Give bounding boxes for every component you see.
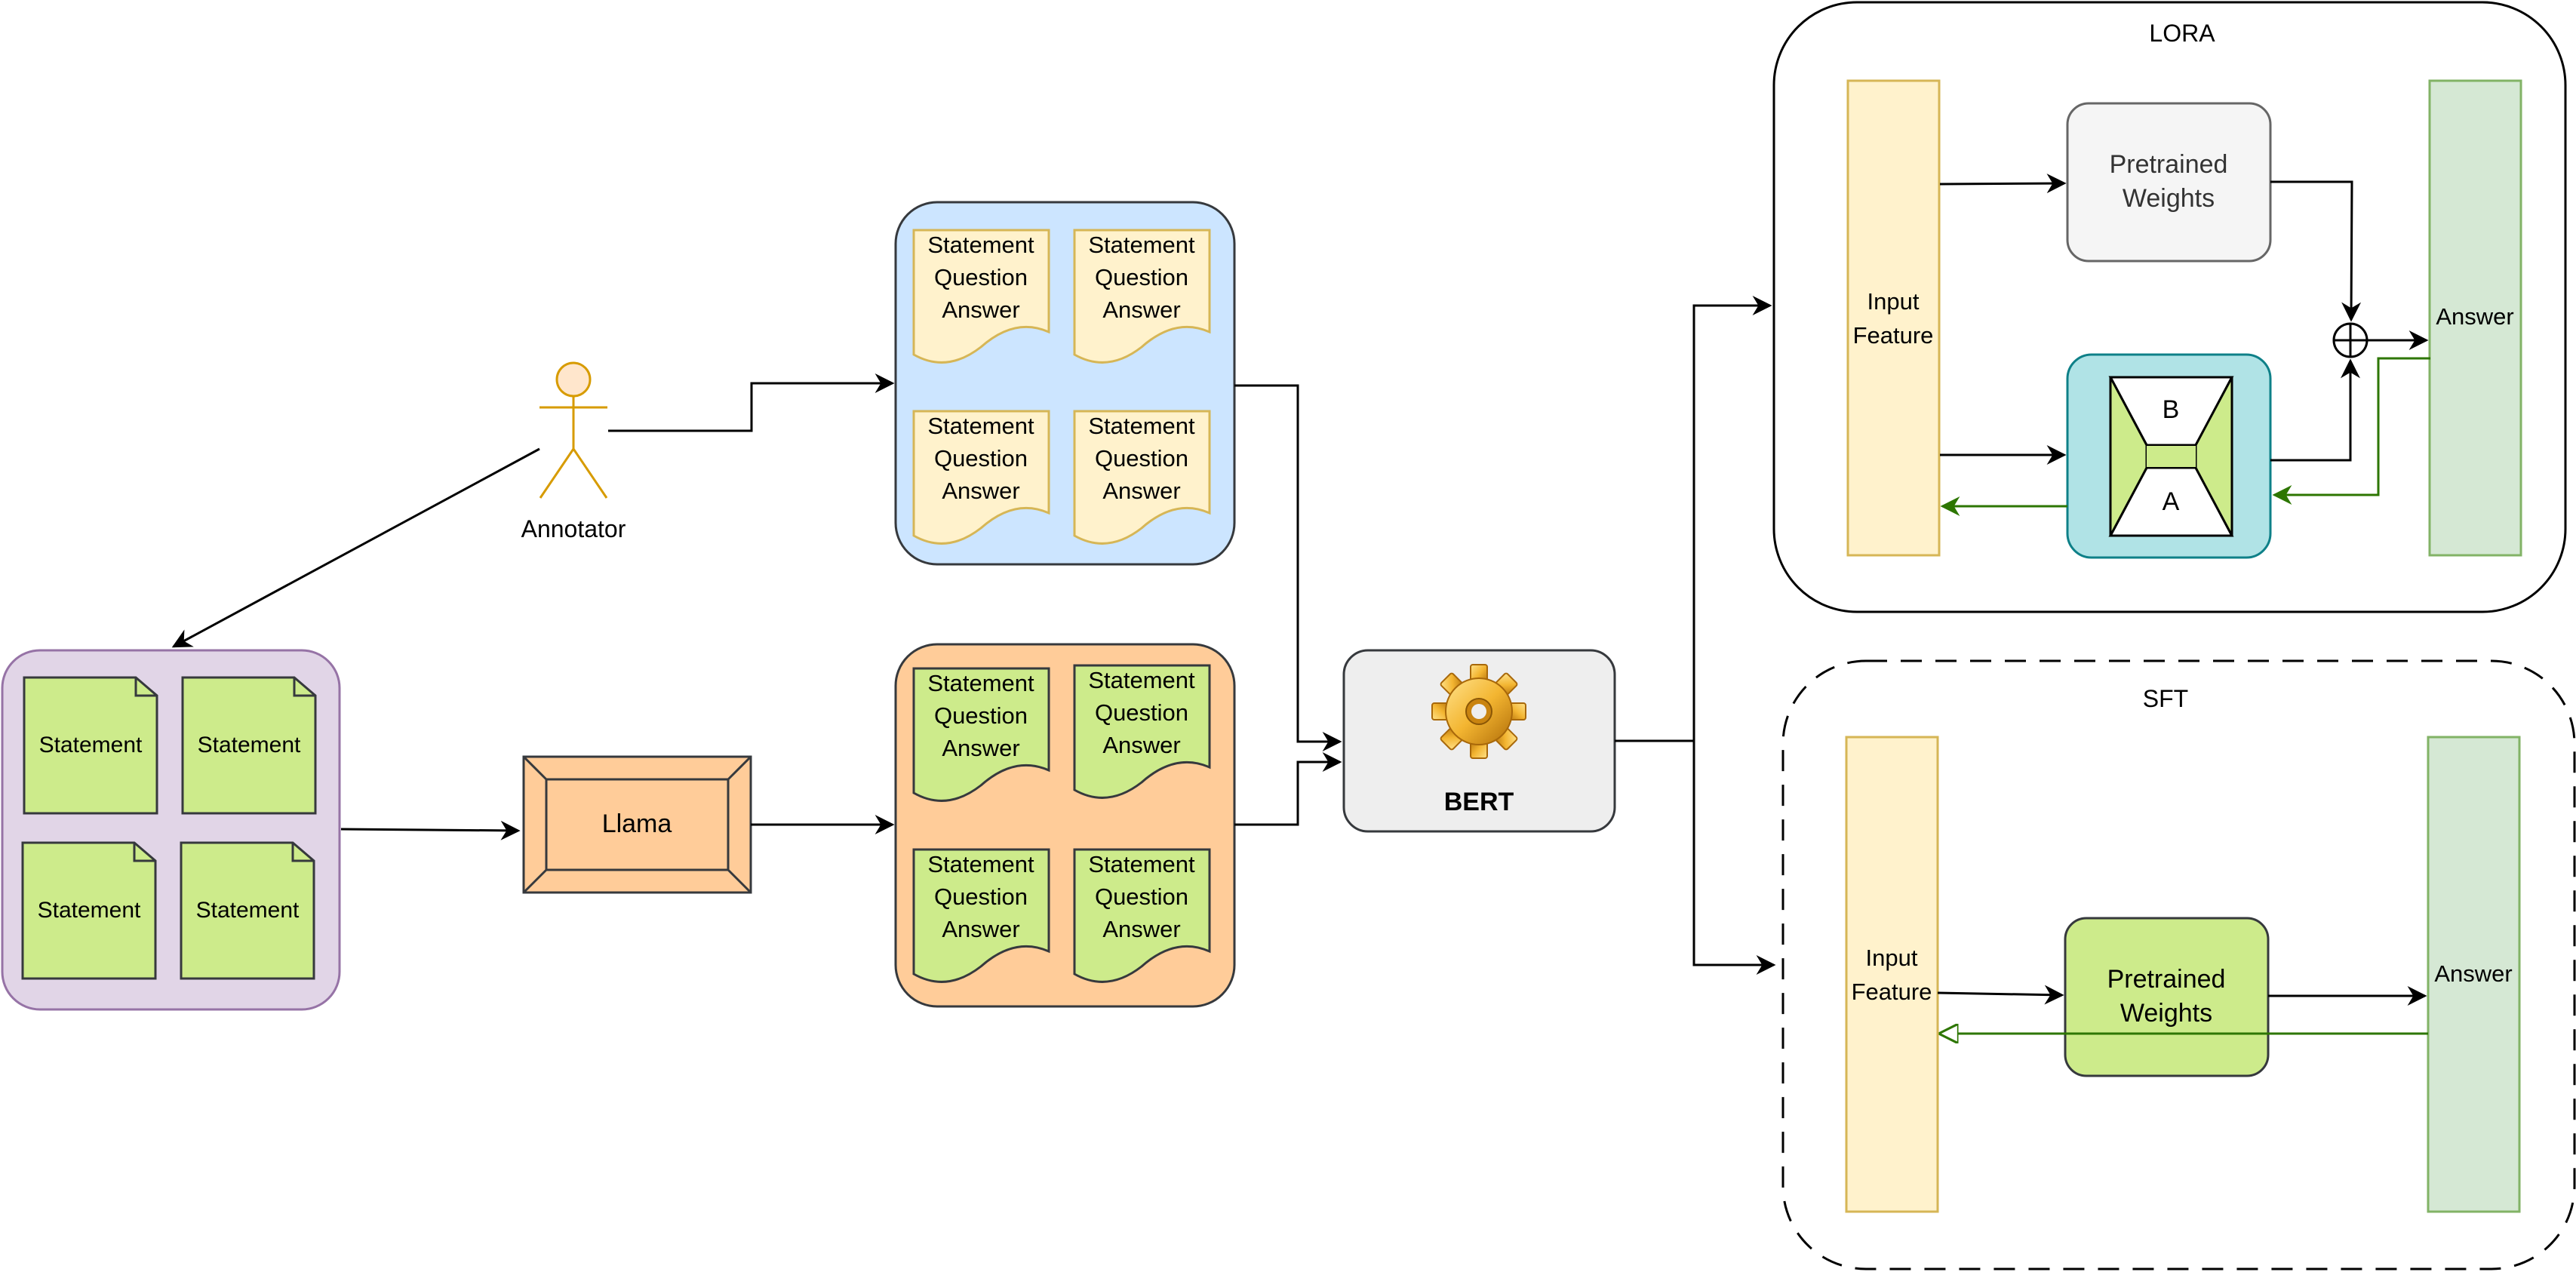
lora-pretrained-weights — [2066, 102, 2272, 263]
statement-note — [180, 841, 315, 980]
qa-statement-text: Statement — [927, 413, 1034, 439]
bert-to-sft-arrow — [1692, 741, 1776, 975]
qa-document — [912, 667, 1050, 802]
qa-document — [1073, 410, 1211, 545]
statement-label: Statement — [38, 898, 141, 923]
sft-title: SFT — [2143, 685, 2188, 712]
qa-question-text: Question — [934, 883, 1028, 910]
lora-pretrained-label: Weights — [2123, 184, 2215, 213]
qa-question-text: Question — [934, 264, 1028, 290]
qa-statement-text: Statement — [1088, 667, 1195, 693]
annotator-to-qa-arrow — [608, 373, 895, 432]
qa-answer-text: Answer — [1102, 732, 1180, 758]
sft-pretrained-label: Weights — [2120, 999, 2212, 1028]
statement-label: Statement — [196, 898, 300, 923]
annotator-label: Annotator — [521, 515, 626, 542]
qa-statement-text: Statement — [927, 851, 1034, 877]
qa-document — [912, 848, 1050, 983]
qa-answer-text: Answer — [942, 478, 1019, 504]
qa-question-text: Question — [1095, 264, 1188, 290]
qa-document — [912, 229, 1050, 364]
qa-document — [1073, 848, 1211, 983]
llama-label: Llama — [602, 810, 672, 838]
lora-answer-label: Answer — [2436, 303, 2513, 330]
human-qa-to-bert-arrow — [1234, 384, 1342, 751]
qa-statement-text: Statement — [927, 232, 1034, 258]
statement-label: Statement — [198, 733, 301, 757]
statement-label: Statement — [39, 733, 143, 757]
qa-question-text: Question — [1095, 445, 1188, 472]
qa-statement-text: Statement — [927, 670, 1034, 696]
bert-to-lora-arrow — [1615, 296, 1772, 742]
connectors — [171, 174, 2430, 1034]
generated-qa-to-bert-arrow — [1234, 752, 1342, 826]
sft-pretrained-label: Pretrained — [2107, 965, 2226, 994]
sum-node — [2332, 322, 2369, 358]
llama-box — [522, 755, 752, 894]
sft-pretrained-weights — [2064, 917, 2270, 1077]
statement-note — [23, 676, 158, 815]
statement-note — [21, 841, 157, 980]
statements-to-llama-arrow — [340, 820, 521, 840]
annotator-actor — [539, 361, 608, 499]
sft-answer-label: Answer — [2434, 960, 2512, 987]
qa-answer-text: Answer — [942, 916, 1019, 942]
qa-answer-text: Answer — [1102, 478, 1180, 504]
lora-input-label: Input — [1867, 288, 1920, 315]
qa-answer-text: Answer — [1102, 296, 1180, 323]
qa-statement-text: Statement — [1088, 851, 1195, 877]
lora-input-label: Feature — [1853, 322, 1934, 349]
qa-statement-text: Statement — [1088, 413, 1195, 439]
sft-input-label: Feature — [1852, 979, 1932, 1005]
qa-question-text: Question — [1095, 883, 1188, 910]
sft-answer — [2427, 736, 2521, 1213]
lora-pretrained-label: Pretrained — [2110, 150, 2228, 179]
statement-note — [181, 676, 317, 815]
matrix-b-label: B — [2163, 395, 2180, 424]
qa-answer-text: Answer — [1102, 916, 1180, 942]
qa-question-text: Question — [934, 702, 1028, 729]
qa-question-text: Question — [934, 445, 1028, 472]
matrix-a-label: A — [2163, 487, 2180, 516]
qa-question-text: Question — [1095, 699, 1188, 726]
lora-answer — [2428, 79, 2522, 557]
qa-document — [1073, 229, 1211, 364]
lora-input-feature — [1846, 79, 1941, 557]
lora-title: LORA — [2149, 20, 2215, 47]
sft-input-label: Input — [1866, 945, 1918, 971]
qa-answer-text: Answer — [942, 296, 1019, 323]
lora-panel — [1772, 1, 2567, 613]
gear-icon — [1431, 664, 1526, 759]
qa-statement-text: Statement — [1088, 232, 1195, 258]
qa-document — [912, 410, 1050, 545]
bert-label: BERT — [1444, 788, 1514, 816]
qa-answer-text: Answer — [942, 735, 1019, 761]
annotator-to-statements-arrow — [171, 447, 540, 648]
sft-input-feature — [1845, 736, 1939, 1213]
qa-document — [1073, 664, 1211, 799]
